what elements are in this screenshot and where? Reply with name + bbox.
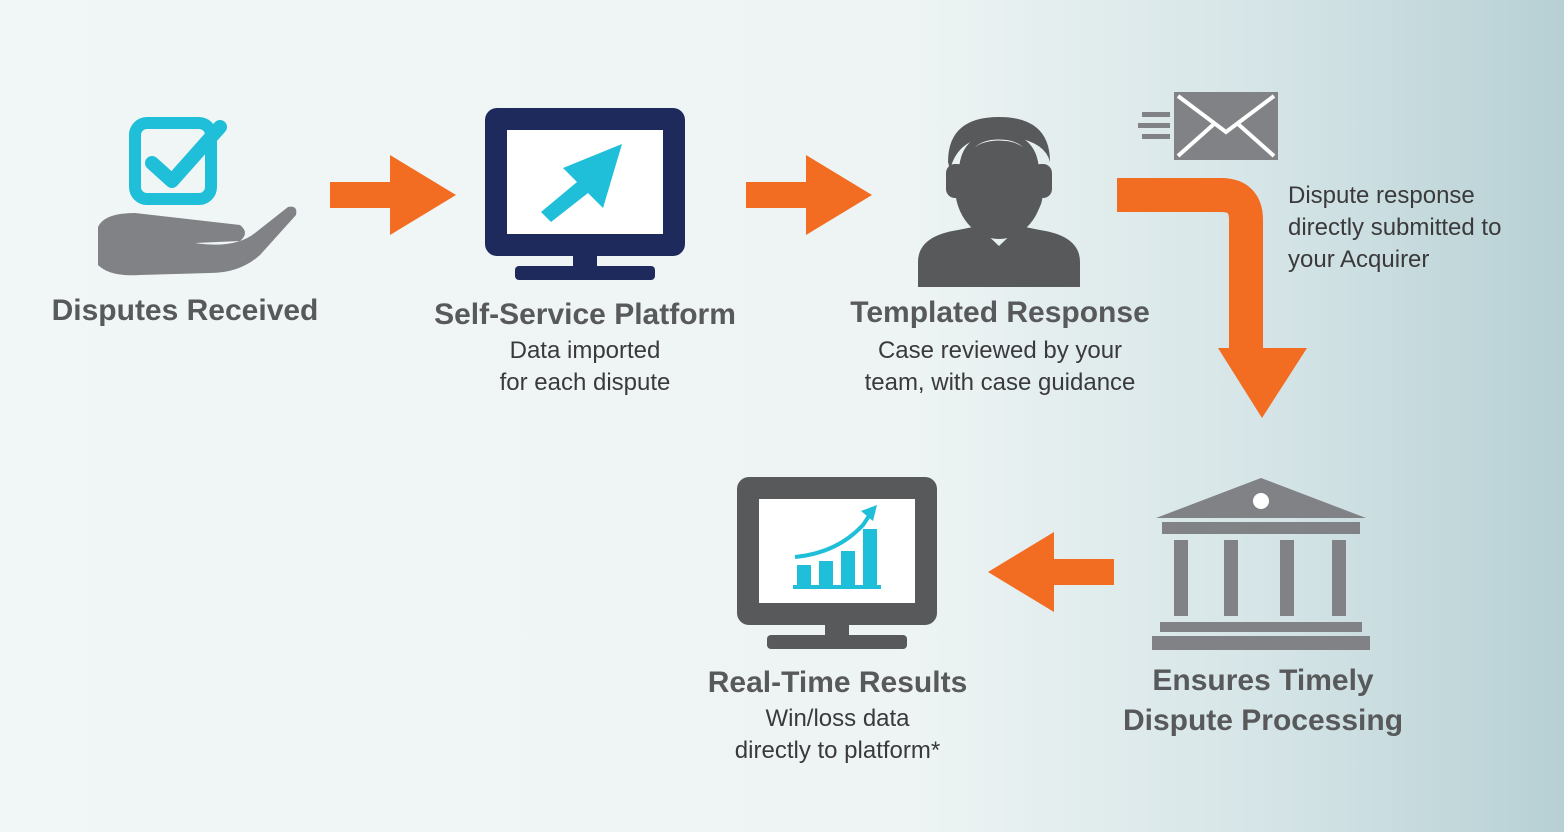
headset-agent-icon (918, 117, 1080, 287)
hand-checkbox-icon (98, 117, 297, 276)
arrow-left-icon (988, 532, 1114, 612)
step-templated-line2: team, with case guidance (864, 369, 1136, 396)
step-templated-line1: Case reviewed by your (877, 337, 1123, 364)
email-envelope-icon (1138, 92, 1278, 160)
submission-line3: your Acquirer (1288, 246, 1430, 273)
arrow-right-icon (746, 155, 872, 235)
submission-line2: directly submitted to (1288, 214, 1502, 241)
submission-line1: Dispute response (1288, 182, 1475, 209)
step-processing-title2: Dispute Processing (1122, 704, 1404, 737)
step-results-line1: Win/loss data (765, 705, 910, 732)
bank-building-icon (1152, 478, 1370, 650)
step-results-line2: directly to platform* (734, 737, 941, 764)
monitor-cursor-icon (485, 108, 685, 280)
monitor-chart-icon (737, 477, 937, 649)
step-self-service-title: Self-Service Platform (434, 298, 736, 331)
step-results-title: Real-Time Results (707, 666, 968, 699)
arrow-bend-down-icon (1117, 178, 1307, 418)
step-disputes-received-title: Disputes Received (51, 294, 319, 327)
step-templated-title: Templated Response (850, 296, 1150, 329)
step-self-service-line2: for each dispute (499, 369, 671, 396)
arrow-right-icon (330, 155, 456, 235)
step-self-service-line1: Data imported (509, 337, 661, 364)
step-processing-title1: Ensures Timely (1152, 664, 1374, 697)
